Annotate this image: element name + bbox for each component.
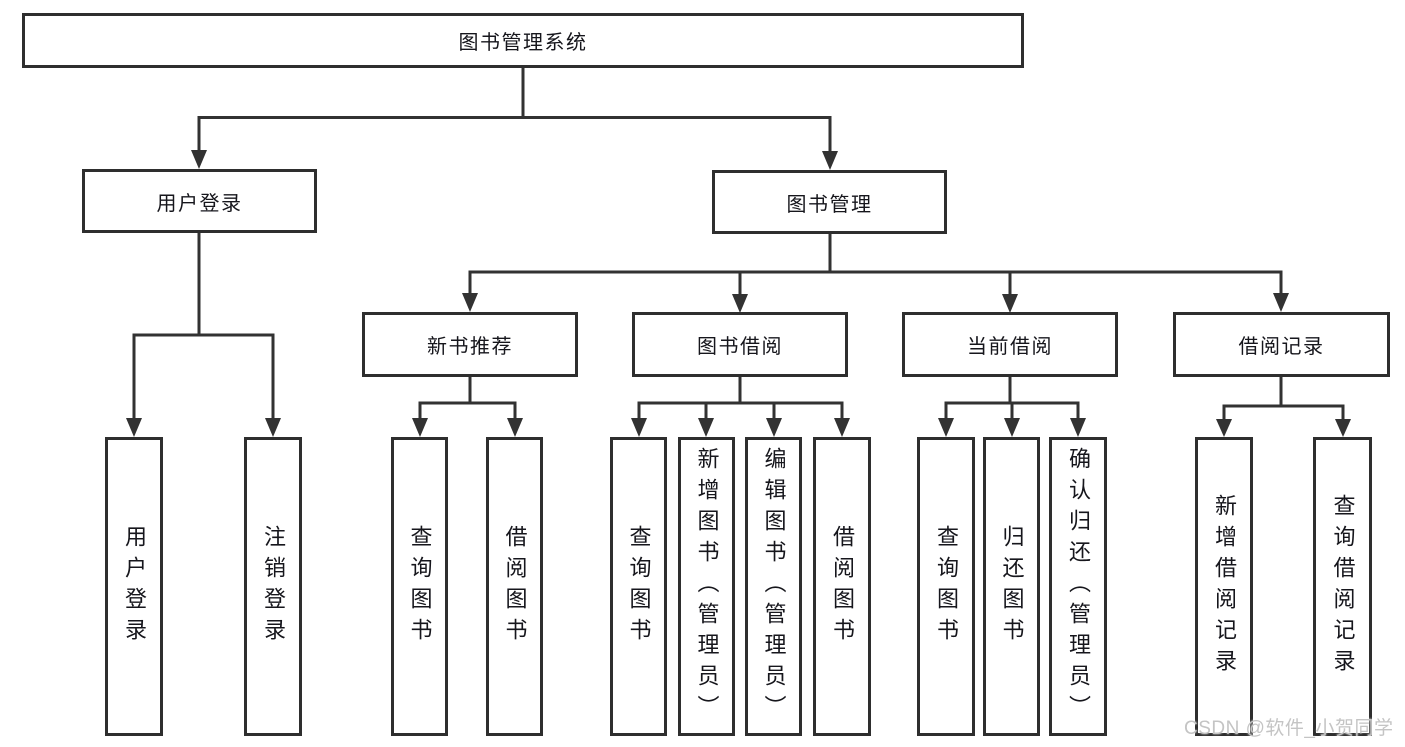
leaf-borrow-books-recommend: 借阅图书 (486, 437, 543, 736)
connector-borrowing-records-branch (1216, 375, 1351, 437)
node-book-management: 图书管理 (712, 170, 947, 234)
connector-book-management-branch (462, 232, 1289, 313)
leaf-borrow-books-borrowing: 借阅图书 (813, 437, 871, 736)
leaf-add-books-admin: 新增图书（管理员） (678, 437, 735, 736)
node-current-borrowing: 当前借阅 (902, 312, 1118, 377)
node-book-borrowing: 图书借阅 (632, 312, 848, 377)
node-new-book-recommendation: 新书推荐 (362, 312, 578, 377)
connector-new-book-branch (412, 375, 523, 437)
leaf-query-books-current: 查询图书 (917, 437, 975, 736)
leaf-edit-books-admin: 编辑图书（管理员） (745, 437, 802, 736)
node-borrowing-records: 借阅记录 (1173, 312, 1390, 377)
node-user-login: 用户登录 (82, 169, 317, 233)
leaf-query-borrow-record: 查询借阅记录 (1313, 437, 1372, 736)
connector-user-login-branch (126, 231, 281, 437)
connector-book-borrowing-branch (631, 375, 850, 437)
connector-root-to-level2 (191, 66, 838, 170)
leaf-add-borrow-record: 新增借阅记录 (1195, 437, 1253, 736)
node-root: 图书管理系统 (22, 13, 1024, 68)
leaf-user-login: 用户登录 (105, 437, 163, 736)
connector-current-borrowing-branch (938, 375, 1086, 437)
leaf-query-books-recommend: 查询图书 (391, 437, 448, 736)
leaf-confirm-return-admin: 确认归还（管理员） (1049, 437, 1107, 736)
leaf-return-books: 归还图书 (983, 437, 1040, 736)
leaf-query-books-borrowing: 查询图书 (610, 437, 667, 736)
csdn-watermark: CSDN @软件_小贺同学 (1184, 718, 1394, 739)
leaf-logout-login: 注销登录 (244, 437, 302, 736)
